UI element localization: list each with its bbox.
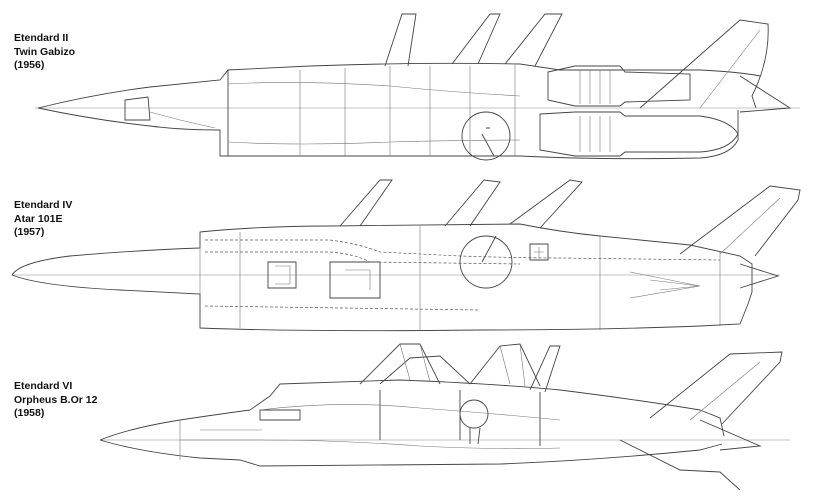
aircraft-engine: Twin Gabizo [14, 45, 76, 58]
label-etendard-ii: Etendard II Twin Gabizo (1956) [14, 32, 75, 73]
aircraft-name: Etendard II [14, 32, 69, 44]
etendard-iv-drawing [11, 179, 801, 332]
aircraft-engine: Atar 101E [14, 212, 63, 225]
aircraft-name: Etendard IV [14, 199, 73, 211]
label-etendard-iv: Etendard IV Atar 101E (1957) [14, 199, 72, 240]
aircraft-year: (1958) [14, 407, 45, 419]
etendard-vi-drawing [99, 343, 790, 491]
aircraft-year: (1956) [14, 59, 45, 71]
etendard-ii-drawing [35, 13, 800, 161]
label-etendard-vi: Etendard VI Orpheus B.Or 12 (1958) [14, 380, 97, 421]
aircraft-engine: Orpheus B.Or 12 [14, 393, 98, 406]
aircraft-year: (1957) [14, 226, 45, 238]
aircraft-name: Etendard VI [14, 380, 73, 392]
